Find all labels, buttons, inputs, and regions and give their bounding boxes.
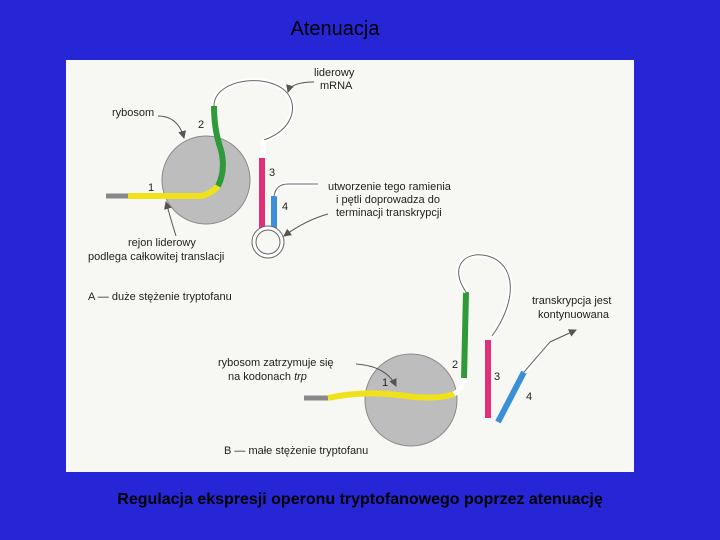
ribosome-b — [364, 353, 458, 447]
label-stall-2: na kodonach trp — [228, 371, 307, 383]
label-loop-2: i pętli doprowadza do — [336, 194, 440, 206]
label-region-2: podlega całkowitej translacji — [88, 251, 224, 263]
arrow-mrna — [286, 81, 315, 93]
segment-1-b — [327, 390, 456, 401]
seg-4-label-b: 4 — [526, 391, 532, 403]
seg-3-label-b: 3 — [494, 371, 500, 383]
seg-4-label-a: 4 — [282, 201, 288, 213]
attenuation-figure: 1 2 3 4 liderowy mRNA rybosom utworzenie… — [66, 60, 634, 472]
arrow-stall — [355, 363, 397, 387]
seg-3-label-a: 3 — [269, 167, 275, 179]
label-mrna-1: liderowy — [314, 67, 355, 79]
panel-b: 1 2 3 4 transkrypcja jest kontynuowana r… — [218, 252, 611, 457]
panel-b-caption: B — małe stężenie tryptofanu — [224, 445, 368, 457]
label-loop-3: terminacji transkrypcji — [336, 207, 442, 219]
seg-2-label-b: 2 — [452, 359, 458, 371]
seg-2-label-a: 2 — [198, 119, 204, 131]
segment-4-b — [495, 370, 527, 424]
panel-a: 1 2 3 4 liderowy mRNA rybosom utworzenie… — [88, 67, 452, 303]
panel-a-caption: A — duże stężenie tryptofanu — [88, 291, 232, 303]
attenuation-diagram: 1 2 3 4 liderowy mRNA rybosom utworzenie… — [88, 67, 611, 457]
slide-caption: Regulacja ekspresji operonu tryptofanowe… — [117, 491, 603, 508]
segment-2-a — [211, 105, 226, 188]
seg-1-label-b: 1 — [382, 377, 388, 389]
seg-1-label-a: 1 — [148, 182, 154, 194]
label-mrna-2: mRNA — [320, 80, 353, 92]
segment-1-a — [128, 183, 221, 199]
arrow-region — [164, 201, 177, 237]
arrow-ribosome — [157, 115, 187, 139]
slide-title: Atenuacja — [290, 18, 380, 40]
arrow-loop — [283, 213, 329, 237]
label-continue-1: transkrypcja jest — [532, 295, 611, 307]
label-ribosome: rybosom — [112, 107, 154, 119]
ribosome-a — [161, 135, 251, 225]
segment-2-b — [461, 291, 469, 379]
label-region-1: rejon liderowy — [128, 237, 196, 249]
label-loop-1: utworzenie tego ramienia — [328, 181, 452, 193]
label-continue-2: kontynuowana — [538, 309, 610, 321]
label-stall-1: rybosom zatrzymuje się — [218, 357, 334, 369]
